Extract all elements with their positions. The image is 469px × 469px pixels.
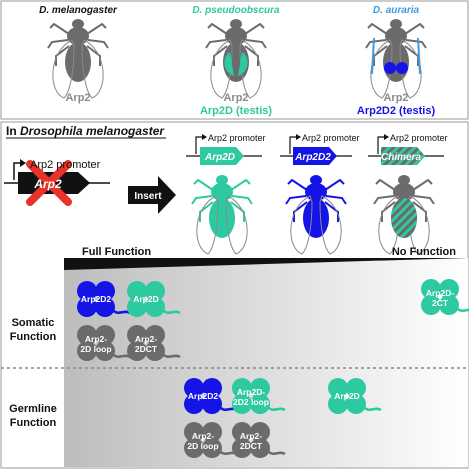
variant-germline-4: Arp2-2DCT: [230, 420, 287, 460]
variant-label: Arp2-2DCT: [135, 334, 158, 354]
deletion-promoter-label: Arp2 promoter: [30, 159, 101, 171]
species-3-testis-gene: Arp2D2 (testis): [357, 105, 436, 117]
insert-label: Insert: [134, 191, 162, 202]
construct-1-promoter: Arp2 promoter: [208, 133, 266, 143]
construct-2-gene: Arp2D2: [294, 152, 331, 163]
variant-label: Arp2D: [334, 391, 360, 401]
fly-pseudoobscura: [205, 18, 267, 99]
species-title-2: D. pseudoobscura: [192, 5, 280, 16]
fly-melanogaster: [47, 18, 109, 99]
insert-arrow[interactable]: [128, 176, 176, 214]
fly-arp2d-transgenic: [191, 174, 253, 255]
construct-2-promoter: Arp2 promoter: [302, 133, 360, 143]
deletion-construct: [4, 159, 110, 206]
fly-arp2d2-transgenic: [285, 174, 347, 255]
variant-label: Arp2-2D loop: [187, 431, 218, 451]
variant-label: Arp2-2DCT: [240, 431, 263, 451]
species-title-3: D. auraria: [373, 5, 420, 16]
variant-somatic-1: Arp2D: [125, 279, 182, 319]
construct-arp2d: [186, 134, 262, 165]
variant-germline-3: Arp2-2D loop: [182, 420, 239, 460]
function-gradient-wedge: [64, 258, 468, 270]
variant-label: Arp2D2: [188, 391, 219, 401]
construct-3-gene: Chimera: [381, 152, 421, 163]
variant-somatic-2: Arp2-2D loop: [75, 323, 132, 363]
species-2-gene: Arp2: [223, 92, 248, 104]
variant-germline-1: Arp2D-2D2 loop: [230, 376, 287, 416]
germline-variants: Arp2D2 Arp2D-2D2 loop Arp2D Arp2-2D loop Arp…: [182, 376, 383, 460]
fly-auraria: [365, 18, 427, 99]
construct-chimera: [368, 134, 444, 165]
top-panel-frame: [0, 0, 469, 120]
somatic-variants: Arp2D2 Arp2D Arp2-2D loop Arp2-2DCT Arp2D-2C…: [75, 277, 469, 363]
variant-germline-0: Arp2D2: [182, 376, 239, 416]
full-function-label: Full Function: [82, 246, 151, 258]
construct-arp2d2: [280, 134, 352, 165]
variant-label: Arp2D2: [81, 294, 112, 304]
construct-3-promoter: Arp2 promoter: [390, 133, 448, 143]
species-title-1: D. melanogaster: [39, 5, 118, 16]
species-2-testis-gene: Arp2D (testis): [200, 105, 272, 117]
variant-somatic-4: Arp2D-2CT: [419, 277, 469, 317]
species-1-gene: Arp2: [65, 92, 90, 104]
construct-1-gene: Arp2D: [204, 152, 235, 163]
no-function-label: No Function: [392, 246, 456, 258]
middle-panel-title: In Drosophila melanogaster: [6, 124, 165, 138]
variant-label: Arp2D-2CT: [426, 288, 455, 308]
fly-chimera-transgenic: [373, 174, 435, 255]
variant-label: Arp2-2D loop: [80, 334, 111, 354]
variant-somatic-0: Arp2D2: [75, 279, 132, 319]
variant-label: Arp2D-2D2 loop: [233, 387, 269, 407]
variant-germline-2: Arp2D: [326, 376, 383, 416]
variant-label: Arp2D: [133, 294, 159, 304]
species-3-gene: Arp2: [383, 92, 408, 104]
variant-somatic-3: Arp2-2DCT: [125, 323, 182, 363]
deleted-gene-label: Arp2: [33, 177, 62, 191]
